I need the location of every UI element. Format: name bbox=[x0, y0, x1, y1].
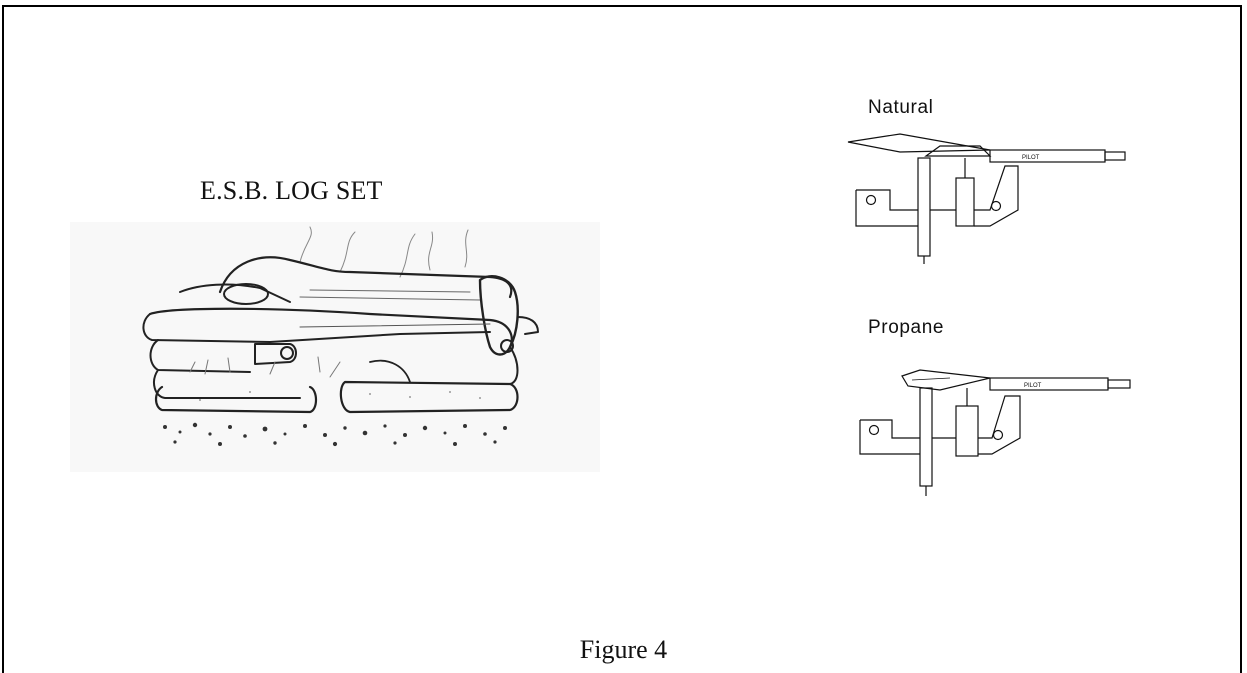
natural-pilot-diagram: PILOT bbox=[847, 133, 1126, 264]
propane-gas-label: Propane bbox=[868, 317, 945, 338]
propane-pilot-tube-label: PILOT bbox=[1024, 383, 1042, 389]
figure-caption: Figure 4 bbox=[579, 635, 668, 664]
natural-gas-label: Natural bbox=[868, 97, 934, 118]
log-set-title: E.S.B. LOG SET bbox=[200, 176, 383, 205]
natural-pilot-tube-label: PILOT bbox=[1022, 155, 1040, 161]
propane-pilot-diagram: PILOT bbox=[859, 369, 1131, 496]
log-set-illustration bbox=[70, 222, 600, 472]
figure-frame bbox=[2, 5, 1242, 673]
